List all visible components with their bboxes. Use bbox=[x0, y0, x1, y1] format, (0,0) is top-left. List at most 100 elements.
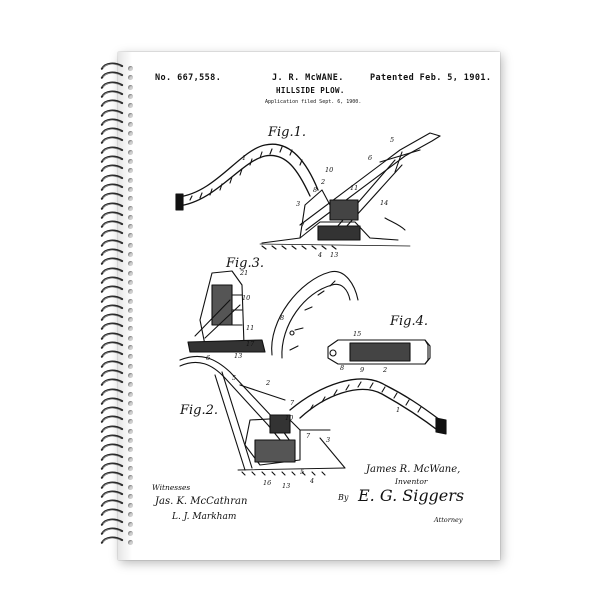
binding-hole bbox=[128, 335, 133, 341]
attorney-label: Attorney bbox=[434, 516, 463, 524]
spiral-coil bbox=[100, 229, 124, 238]
binding-hole bbox=[128, 345, 133, 350]
svg-text:5: 5 bbox=[232, 374, 236, 382]
svg-text:2: 2 bbox=[320, 178, 325, 186]
spiral-coil bbox=[100, 508, 124, 517]
svg-text:10: 10 bbox=[285, 414, 293, 422]
svg-text:8: 8 bbox=[280, 314, 284, 322]
binding-hole bbox=[128, 261, 133, 267]
spiral-coil bbox=[100, 192, 124, 201]
spiral-coil bbox=[100, 425, 124, 433]
binding-hole bbox=[128, 372, 133, 378]
spiral-coil bbox=[100, 202, 124, 210]
spiral-coil bbox=[100, 248, 124, 256]
svg-text:17: 17 bbox=[246, 340, 255, 348]
svg-text:3: 3 bbox=[296, 200, 300, 208]
spiral-coil bbox=[100, 388, 124, 396]
svg-text:5: 5 bbox=[390, 136, 394, 144]
patent-title: HILLSIDE PLOW. bbox=[276, 86, 345, 95]
svg-text:21: 21 bbox=[239, 269, 248, 277]
svg-text:11: 11 bbox=[246, 324, 254, 332]
spiral-coil bbox=[100, 127, 124, 135]
binding-hole bbox=[128, 103, 133, 109]
binding-hole bbox=[128, 465, 133, 471]
binding-hole bbox=[128, 512, 133, 518]
svg-text:13: 13 bbox=[282, 482, 290, 490]
binding-hole bbox=[128, 196, 133, 202]
fig-4-label: Fig.4. bbox=[390, 314, 429, 329]
spiral-coil bbox=[100, 536, 124, 545]
binding-hole bbox=[128, 531, 133, 536]
binding-hole bbox=[128, 475, 133, 481]
svg-text:1: 1 bbox=[396, 406, 400, 414]
binding-hole bbox=[128, 149, 133, 155]
spiral-coil bbox=[100, 146, 124, 154]
binding-hole bbox=[128, 382, 133, 388]
fig-2-label: Fig.2. bbox=[180, 403, 219, 418]
svg-text:15: 15 bbox=[353, 330, 361, 338]
fig-3-label: Fig.3. bbox=[226, 256, 265, 271]
fig3-plow bbox=[187, 270, 266, 353]
witness-2-signature: L. J. Markham bbox=[172, 512, 237, 522]
spiral-coil bbox=[100, 239, 124, 247]
spiral-coil bbox=[100, 295, 124, 303]
binding-hole bbox=[128, 186, 133, 192]
binding-hole bbox=[128, 428, 133, 434]
binding-hole bbox=[128, 363, 133, 369]
spiral-coil bbox=[100, 267, 124, 275]
svg-text:13: 13 bbox=[330, 251, 338, 259]
binding-hole bbox=[128, 131, 133, 137]
spiral-notebook bbox=[118, 52, 500, 560]
spiral-coil bbox=[100, 527, 124, 535]
binding-hole bbox=[128, 75, 133, 81]
binding-hole bbox=[128, 419, 133, 425]
svg-text:4: 4 bbox=[317, 251, 322, 259]
spiral-coil bbox=[100, 81, 124, 89]
fig-1-label: Fig.1. bbox=[268, 125, 307, 140]
binding-hole bbox=[128, 540, 133, 546]
binding-hole bbox=[128, 140, 133, 146]
svg-text:2: 2 bbox=[265, 379, 270, 387]
fig4-part bbox=[327, 339, 431, 365]
binding-hole bbox=[128, 168, 133, 174]
binding-hole bbox=[128, 391, 133, 397]
witness-1-signature: Jas. K. McCathran bbox=[155, 496, 248, 507]
spiral-coil bbox=[100, 304, 124, 312]
spiral-coil bbox=[100, 406, 124, 414]
binding-hole bbox=[128, 400, 133, 406]
svg-text:5: 5 bbox=[300, 468, 304, 476]
spiral-coil bbox=[100, 453, 124, 461]
spiral-coil bbox=[100, 462, 124, 470]
spiral-coil bbox=[100, 99, 124, 108]
spiral-coil bbox=[100, 415, 124, 424]
binding-hole bbox=[128, 159, 133, 164]
attorney-signature: E. G. Siggers bbox=[358, 486, 465, 505]
binding-hole bbox=[128, 438, 133, 443]
spiral-coil bbox=[100, 174, 124, 182]
svg-text:14: 14 bbox=[380, 199, 388, 207]
binding-hole bbox=[128, 252, 133, 257]
spiral-coil bbox=[100, 332, 124, 340]
svg-text:7: 7 bbox=[300, 222, 305, 230]
binding-hole bbox=[128, 354, 133, 360]
svg-text:13: 13 bbox=[234, 352, 242, 360]
svg-text:1: 1 bbox=[242, 154, 246, 162]
spiral-coil bbox=[100, 313, 124, 321]
spiral-coil bbox=[100, 518, 124, 526]
svg-text:16: 16 bbox=[263, 479, 271, 487]
binding-hole bbox=[128, 447, 133, 453]
binding-hole bbox=[128, 112, 133, 118]
svg-text:6: 6 bbox=[368, 154, 372, 162]
svg-text:11: 11 bbox=[350, 184, 358, 192]
inventor-signature: James R. McWane, bbox=[366, 464, 461, 475]
spiral-coil bbox=[100, 136, 124, 145]
spiral-coil bbox=[100, 471, 124, 480]
spiral-coil bbox=[100, 341, 124, 349]
binding-hole bbox=[128, 521, 133, 527]
spiral-coil bbox=[100, 62, 124, 70]
binding-hole bbox=[128, 410, 133, 416]
binding-hole bbox=[128, 270, 133, 276]
spiral-coil bbox=[100, 164, 124, 173]
binding-hole bbox=[128, 317, 133, 323]
spiral-coil bbox=[100, 350, 124, 359]
